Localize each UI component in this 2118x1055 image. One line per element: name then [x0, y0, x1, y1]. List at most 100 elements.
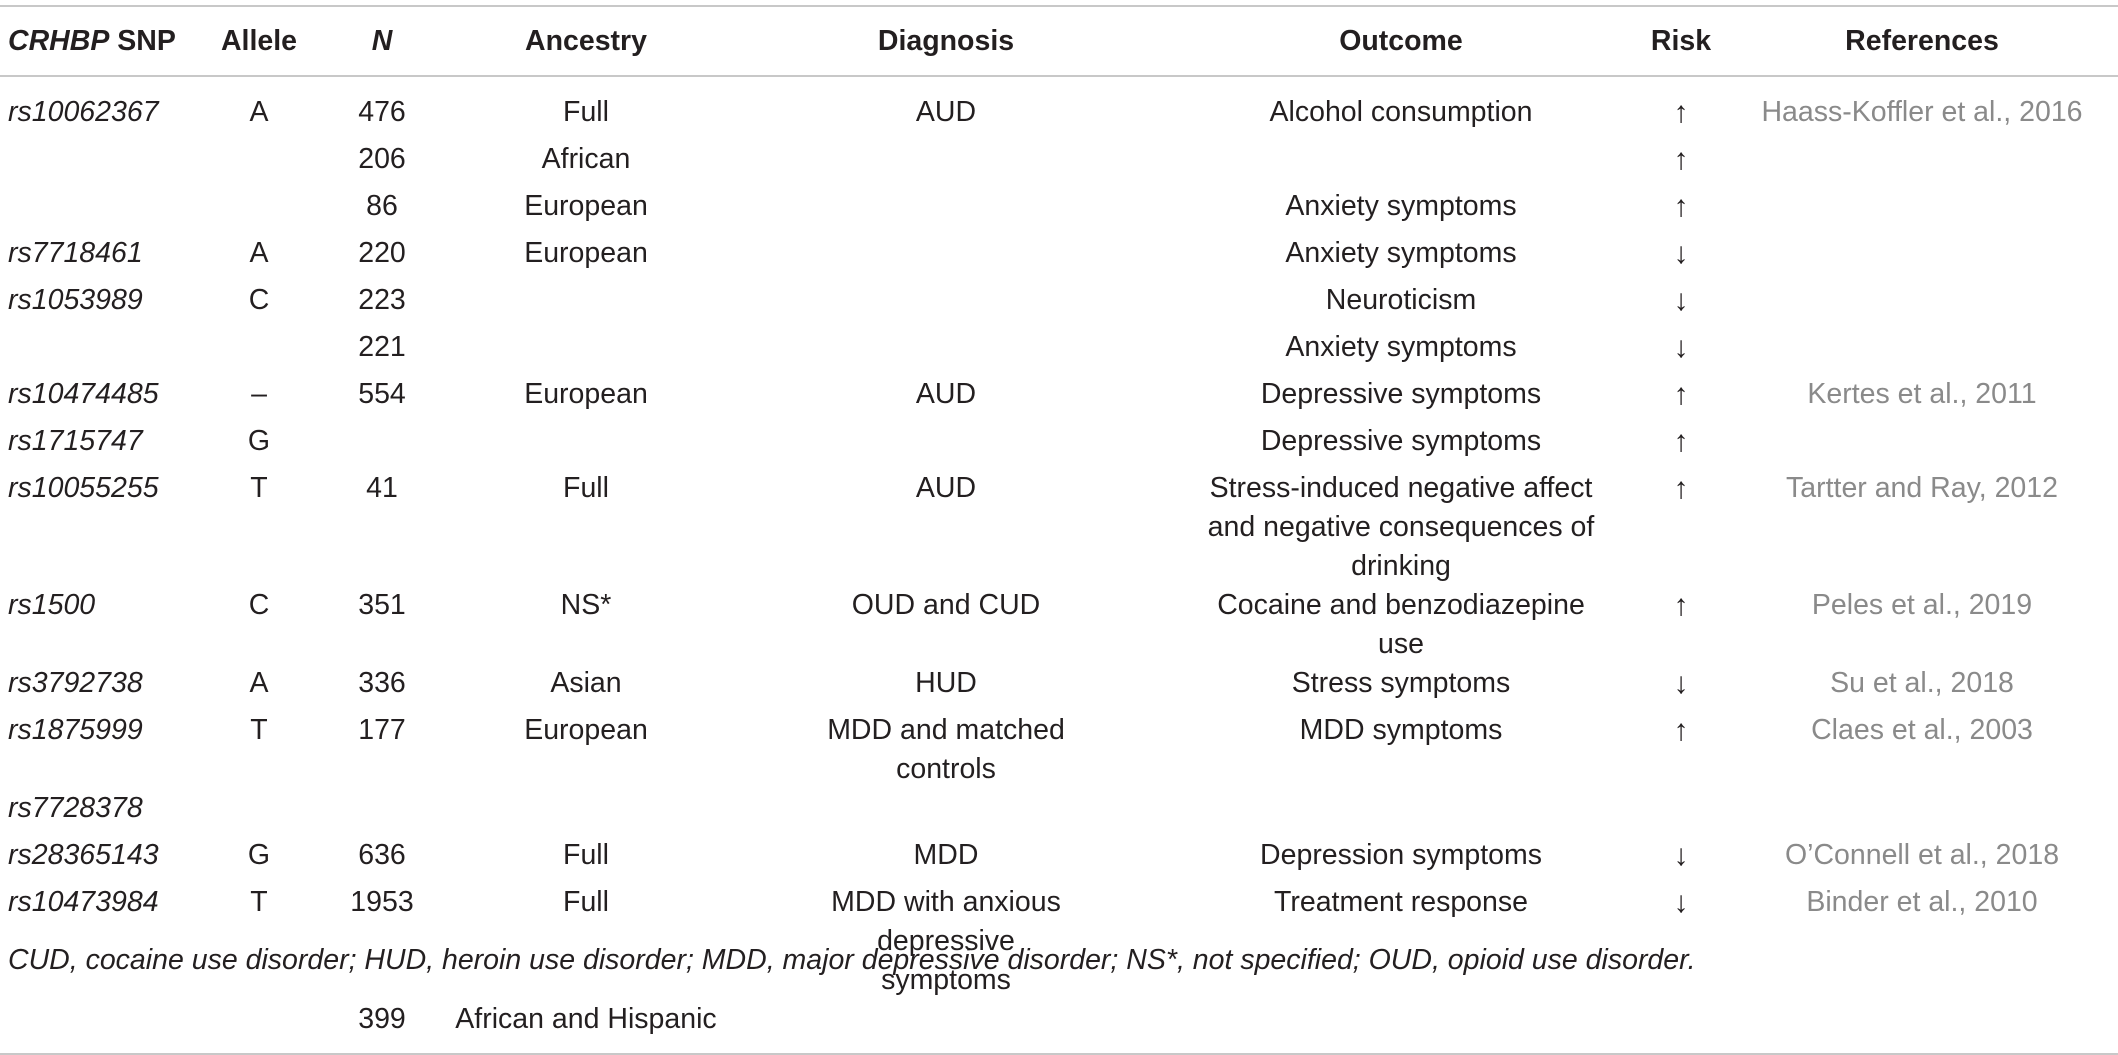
cell-allele: A: [249, 237, 269, 269]
cell-allele: [200, 1000, 318, 1047]
cell-ancestry: Asian: [550, 667, 622, 699]
cell-snp: rs3792738: [8, 667, 143, 699]
cell-allele: G: [247, 425, 271, 457]
cell-n: 86: [366, 190, 398, 222]
cell-diagnosis: MDD with anxious depressive symptoms: [831, 886, 1061, 996]
cell-diagnosis: [726, 140, 1166, 187]
cell-outcome: MDD symptoms: [1299, 714, 1503, 746]
cell-n: 476: [358, 96, 406, 128]
cell-outcome: Depressive symptoms: [1260, 425, 1542, 457]
cell-ancestry: African and Hispanic: [455, 1003, 717, 1035]
cell-outcome: Cocaine and benzodiazepine use: [1217, 589, 1585, 660]
cell-diagnosis: AUD: [915, 96, 977, 128]
cell-ancestry: European: [524, 237, 648, 269]
cell-ancestry: [446, 328, 726, 375]
cell-reference: [1726, 234, 2118, 281]
cell-snp: rs28365143: [8, 839, 159, 871]
cell-n: 41: [366, 472, 398, 504]
cell-snp: [0, 187, 200, 234]
crhbp-snp-table-container: CRHBP SNP Allele N Ancestry Diagnosis Ou…: [0, 5, 2118, 1055]
cell-allele: [200, 140, 318, 187]
cell-risk: [1636, 1000, 1726, 1047]
cell-ancestry: European: [524, 714, 648, 746]
cell-allele: –: [251, 378, 267, 410]
cell-diagnosis: [726, 422, 1166, 469]
cell-outcome: [1166, 1000, 1636, 1047]
cell-n: 336: [358, 667, 406, 699]
cell-n: 554: [358, 378, 406, 410]
cell-n: 220: [358, 237, 406, 269]
cell-allele: [200, 187, 318, 234]
cell-ancestry: NS*: [560, 589, 612, 621]
cell-allele: T: [250, 714, 268, 746]
cell-risk: ↑: [1673, 96, 1689, 129]
cell-reference: Kertes et al., 2011: [1807, 378, 2037, 410]
cell-risk: ↑: [1673, 589, 1689, 622]
cell-n: 1953: [350, 886, 414, 918]
cell-snp: rs7718461: [8, 237, 143, 269]
cell-ancestry: [446, 281, 726, 328]
cell-diagnosis: AUD: [915, 378, 977, 410]
cell-outcome: Depression symptoms: [1260, 839, 1542, 871]
cell-reference: [1726, 1000, 2118, 1047]
header-outcome: Outcome: [1339, 25, 1463, 57]
cell-snp: rs1715747: [8, 425, 143, 457]
cell-allele: G: [247, 839, 271, 871]
header-rule: [0, 75, 2118, 77]
cell-ancestry: [446, 422, 726, 469]
cell-ancestry: Full: [563, 472, 609, 504]
cell-risk: ↑: [1673, 714, 1689, 747]
cell-ancestry: European: [524, 378, 648, 410]
cell-snp: rs1875999: [8, 714, 143, 746]
cell-risk: ↑: [1673, 378, 1689, 411]
cell-snp: rs10062367: [8, 96, 159, 128]
cell-outcome: Treatment response: [1274, 886, 1528, 918]
cell-allele: T: [250, 472, 268, 504]
cell-snp: rs1053989: [8, 284, 143, 316]
cell-snp: [0, 328, 200, 375]
header-references: References: [1845, 25, 1999, 57]
cell-allele: [200, 328, 318, 375]
cell-reference: O’Connell et al., 2018: [1784, 839, 2060, 871]
cell-reference: Tartter and Ray, 2012: [1786, 472, 2058, 504]
cell-outcome: [1166, 140, 1636, 187]
cell-ancestry: Full: [563, 886, 609, 918]
cell-diagnosis: MDD and matched controls: [827, 714, 1065, 785]
cell-allele: [200, 789, 318, 836]
cell-allele: A: [249, 667, 269, 699]
cell-reference: Haass-Koffler et al., 2016: [1761, 96, 2083, 128]
cell-snp: [0, 140, 200, 187]
cell-allele: C: [248, 284, 270, 316]
cell-n: 206: [358, 143, 406, 175]
cell-outcome: Stress-induced negative affect and negat…: [1207, 472, 1595, 582]
table-header: CRHBP SNP Allele N Ancestry Diagnosis Ou…: [0, 7, 2118, 75]
cell-n: [318, 789, 446, 836]
cell-snp: rs10055255: [8, 472, 159, 504]
cell-ancestry: [446, 789, 726, 836]
cell-reference: Binder et al., 2010: [1806, 886, 2038, 918]
cell-risk: [1636, 789, 1726, 836]
cell-outcome: Alcohol consumption: [1269, 96, 1533, 128]
cell-reference: [1726, 422, 2118, 469]
cell-risk: ↓: [1673, 886, 1689, 919]
cell-diagnosis: [726, 234, 1166, 281]
cell-outcome: Anxiety symptoms: [1285, 331, 1517, 363]
header-ancestry: Ancestry: [525, 25, 647, 57]
cell-outcome: Neuroticism: [1325, 284, 1477, 316]
cell-reference: [1726, 281, 2118, 328]
cell-outcome: Anxiety symptoms: [1285, 190, 1517, 222]
header-snp-suffix: SNP: [109, 25, 176, 57]
